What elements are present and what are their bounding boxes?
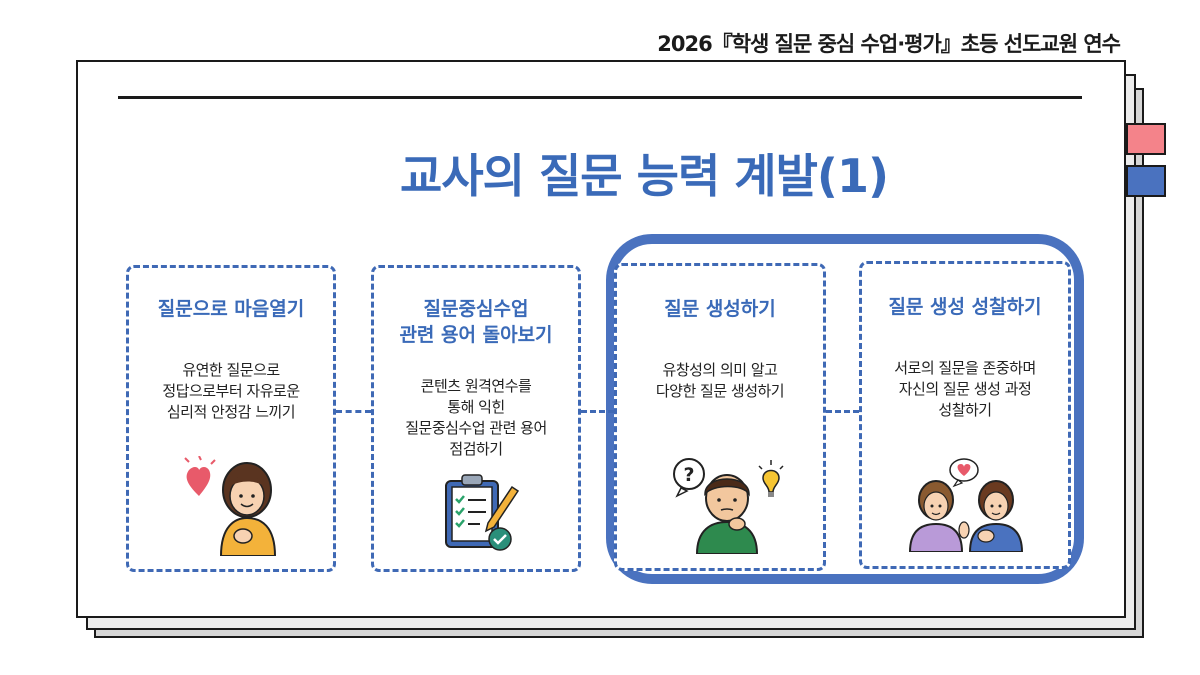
svg-text:?: ?: [683, 464, 694, 486]
two-people-talking-icon: [906, 454, 1030, 552]
highlight-frame: [606, 234, 1084, 584]
top-rule: [118, 96, 1082, 99]
pink-tab: [1126, 123, 1166, 155]
card-title: 질문 생성 성찰하기: [888, 296, 1042, 318]
clipboard-checklist-icon: [440, 473, 524, 553]
card-body: 서로의 질문을 존중하며 자신의 질문 생성 과정 성찰하기: [894, 359, 1036, 419]
connector-line: [826, 410, 859, 413]
card-body: 유연한 질문으로 정답으로부터 자유로운 심리적 안정감 느끼기: [162, 361, 300, 421]
card-open-mind: 질문으로 마음열기 유연한 질문으로 정답으로부터 자유로운 심리적 안정감 느…: [126, 265, 336, 572]
thinking-person-icon: ?: [667, 454, 787, 554]
blue-tab: [1126, 165, 1166, 197]
card-title: 질문중심수업 관련 용어 돌아보기: [399, 298, 553, 346]
card-review-terms: 질문중심수업 관련 용어 돌아보기 콘텐츠 원격연수를 통해 익힌 질문중심수업…: [371, 265, 581, 572]
heart-person-icon: [181, 456, 287, 556]
connector-line: [581, 410, 614, 413]
card-body: 유창성의 의미 알고 다양한 질문 생성하기: [655, 361, 785, 400]
header-course-title: 2026『학생 질문 중심 수업·평가』초등 선도교원 연수: [657, 32, 1121, 56]
card-reflect-questions: 질문 생성 성찰하기 서로의 질문을 존중하며 자신의 질문 생성 과정 성찰하…: [859, 261, 1071, 569]
card-title: 질문으로 마음열기: [157, 298, 305, 320]
connector-line: [336, 410, 371, 413]
card-body: 콘텐츠 원격연수를 통해 익힌 질문중심수업 관련 용어 점검하기: [405, 377, 547, 458]
card-generate-questions: 질문 생성하기 유창성의 의미 알고 다양한 질문 생성하기 ?: [614, 263, 826, 571]
card-title: 질문 생성하기: [664, 298, 776, 320]
slide-title: 교사의 질문 능력 계발(1): [400, 149, 889, 203]
